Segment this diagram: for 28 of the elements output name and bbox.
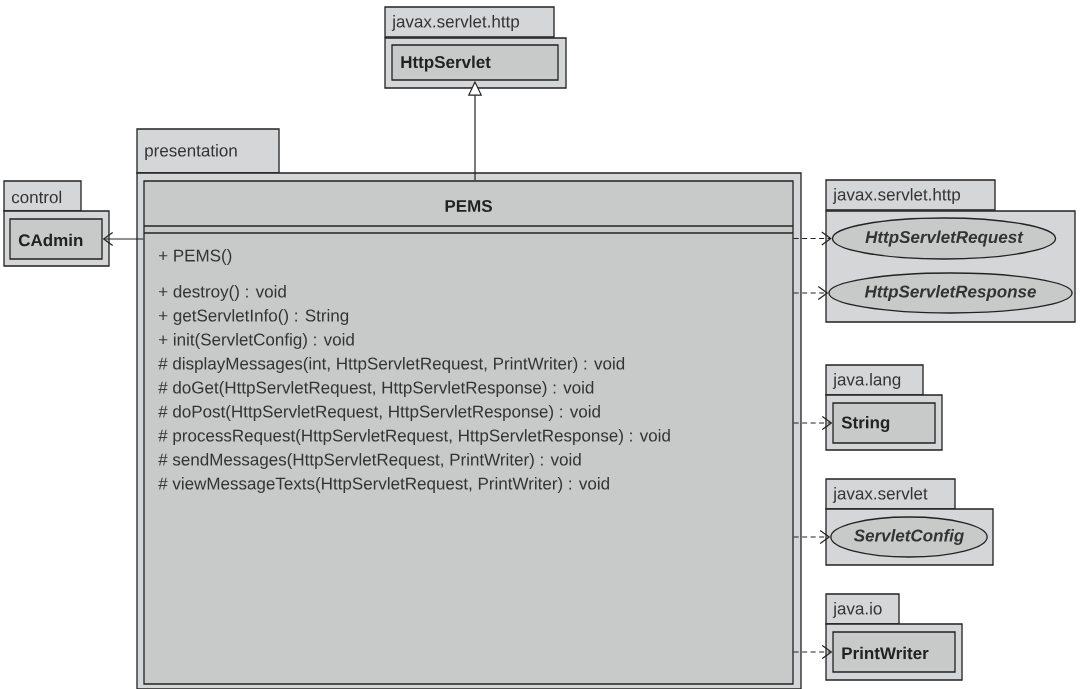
- node-label: javax.servlet: [832, 487, 928, 503]
- arrow: [793, 415, 833, 431]
- node-label: control: [11, 190, 62, 204]
- node-label: java.lang: [832, 373, 901, 389]
- method-signature: # processRequest(HttpServletRequest, HttpServletResponse) : void: [158, 429, 670, 445]
- method-signature: # viewMessageTexts(HttpServletRequest, PrintWriter) : void: [158, 477, 609, 493]
- node-label: java.io: [832, 602, 882, 618]
- method-signature: # sendMessages(HttpServletRequest, PrintWriter) : void: [158, 453, 581, 469]
- method-signature: # doPost(HttpServletRequest, HttpServletResponse) : void: [158, 405, 600, 421]
- node-label: javax.servlet.http: [391, 15, 520, 31]
- class-box: PrintWriter: [832, 631, 956, 673]
- arrow: [793, 529, 831, 545]
- method-signature: + PEMS(): [159, 249, 232, 265]
- class-box: CAdmin: [9, 218, 103, 260]
- method-signature: + destroy() : void: [159, 285, 286, 301]
- method-signature: # doGet(HttpServletRequest, HttpServletResponse) : void: [158, 381, 594, 397]
- arrow: [793, 231, 832, 246]
- node-label: presentation: [145, 144, 237, 160]
- node-label: javax.servlet.http: [832, 188, 961, 204]
- arrow: [793, 285, 829, 301]
- method-signature: + init(ServletConfig) : void: [159, 333, 354, 349]
- class-box: HttpServlet: [391, 44, 559, 81]
- class-name: PEMS: [445, 200, 492, 213]
- class-box: String: [832, 402, 936, 444]
- arrow: [793, 644, 833, 660]
- method-signature: # displayMessages(int, HttpServletRequest, PrintWriter) : void: [158, 357, 625, 373]
- arrow: [102, 231, 144, 247]
- method-signature: + getServletInfo() : String: [159, 309, 349, 325]
